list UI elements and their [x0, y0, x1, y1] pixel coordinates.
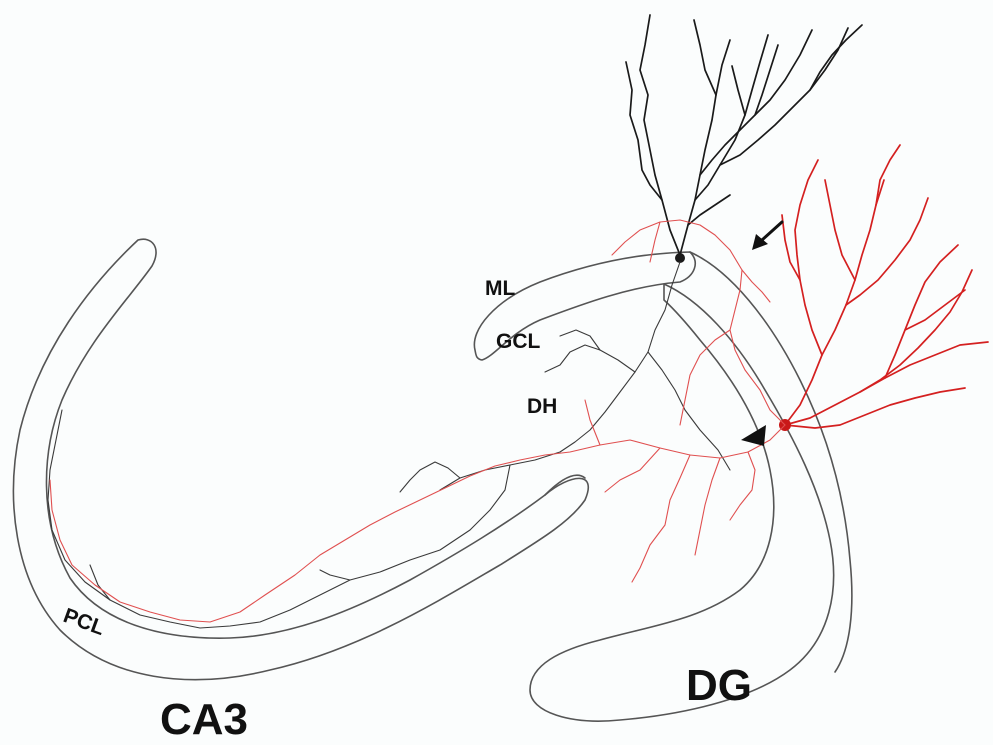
red-neuron [50, 145, 988, 622]
label-dh: DH [527, 395, 557, 418]
black-neuron-axon [48, 262, 730, 628]
black-granule-neuron [48, 15, 862, 628]
red-neuron-axon [50, 220, 785, 622]
black-neuron-dendrites [626, 15, 862, 255]
label-ca3: CA3 [160, 695, 248, 744]
label-pcl: PCL [60, 604, 107, 640]
arrow-icon [752, 222, 782, 250]
label-gcl: GCL [496, 330, 541, 353]
label-ml: ML [485, 277, 515, 300]
ml-outer-boundary [690, 252, 852, 672]
ca3-pyramidal-layer-outline [13, 239, 588, 679]
label-dg: DG [686, 661, 752, 710]
arrowhead-icon [741, 425, 766, 446]
red-neuron-dendrites [782, 145, 988, 428]
